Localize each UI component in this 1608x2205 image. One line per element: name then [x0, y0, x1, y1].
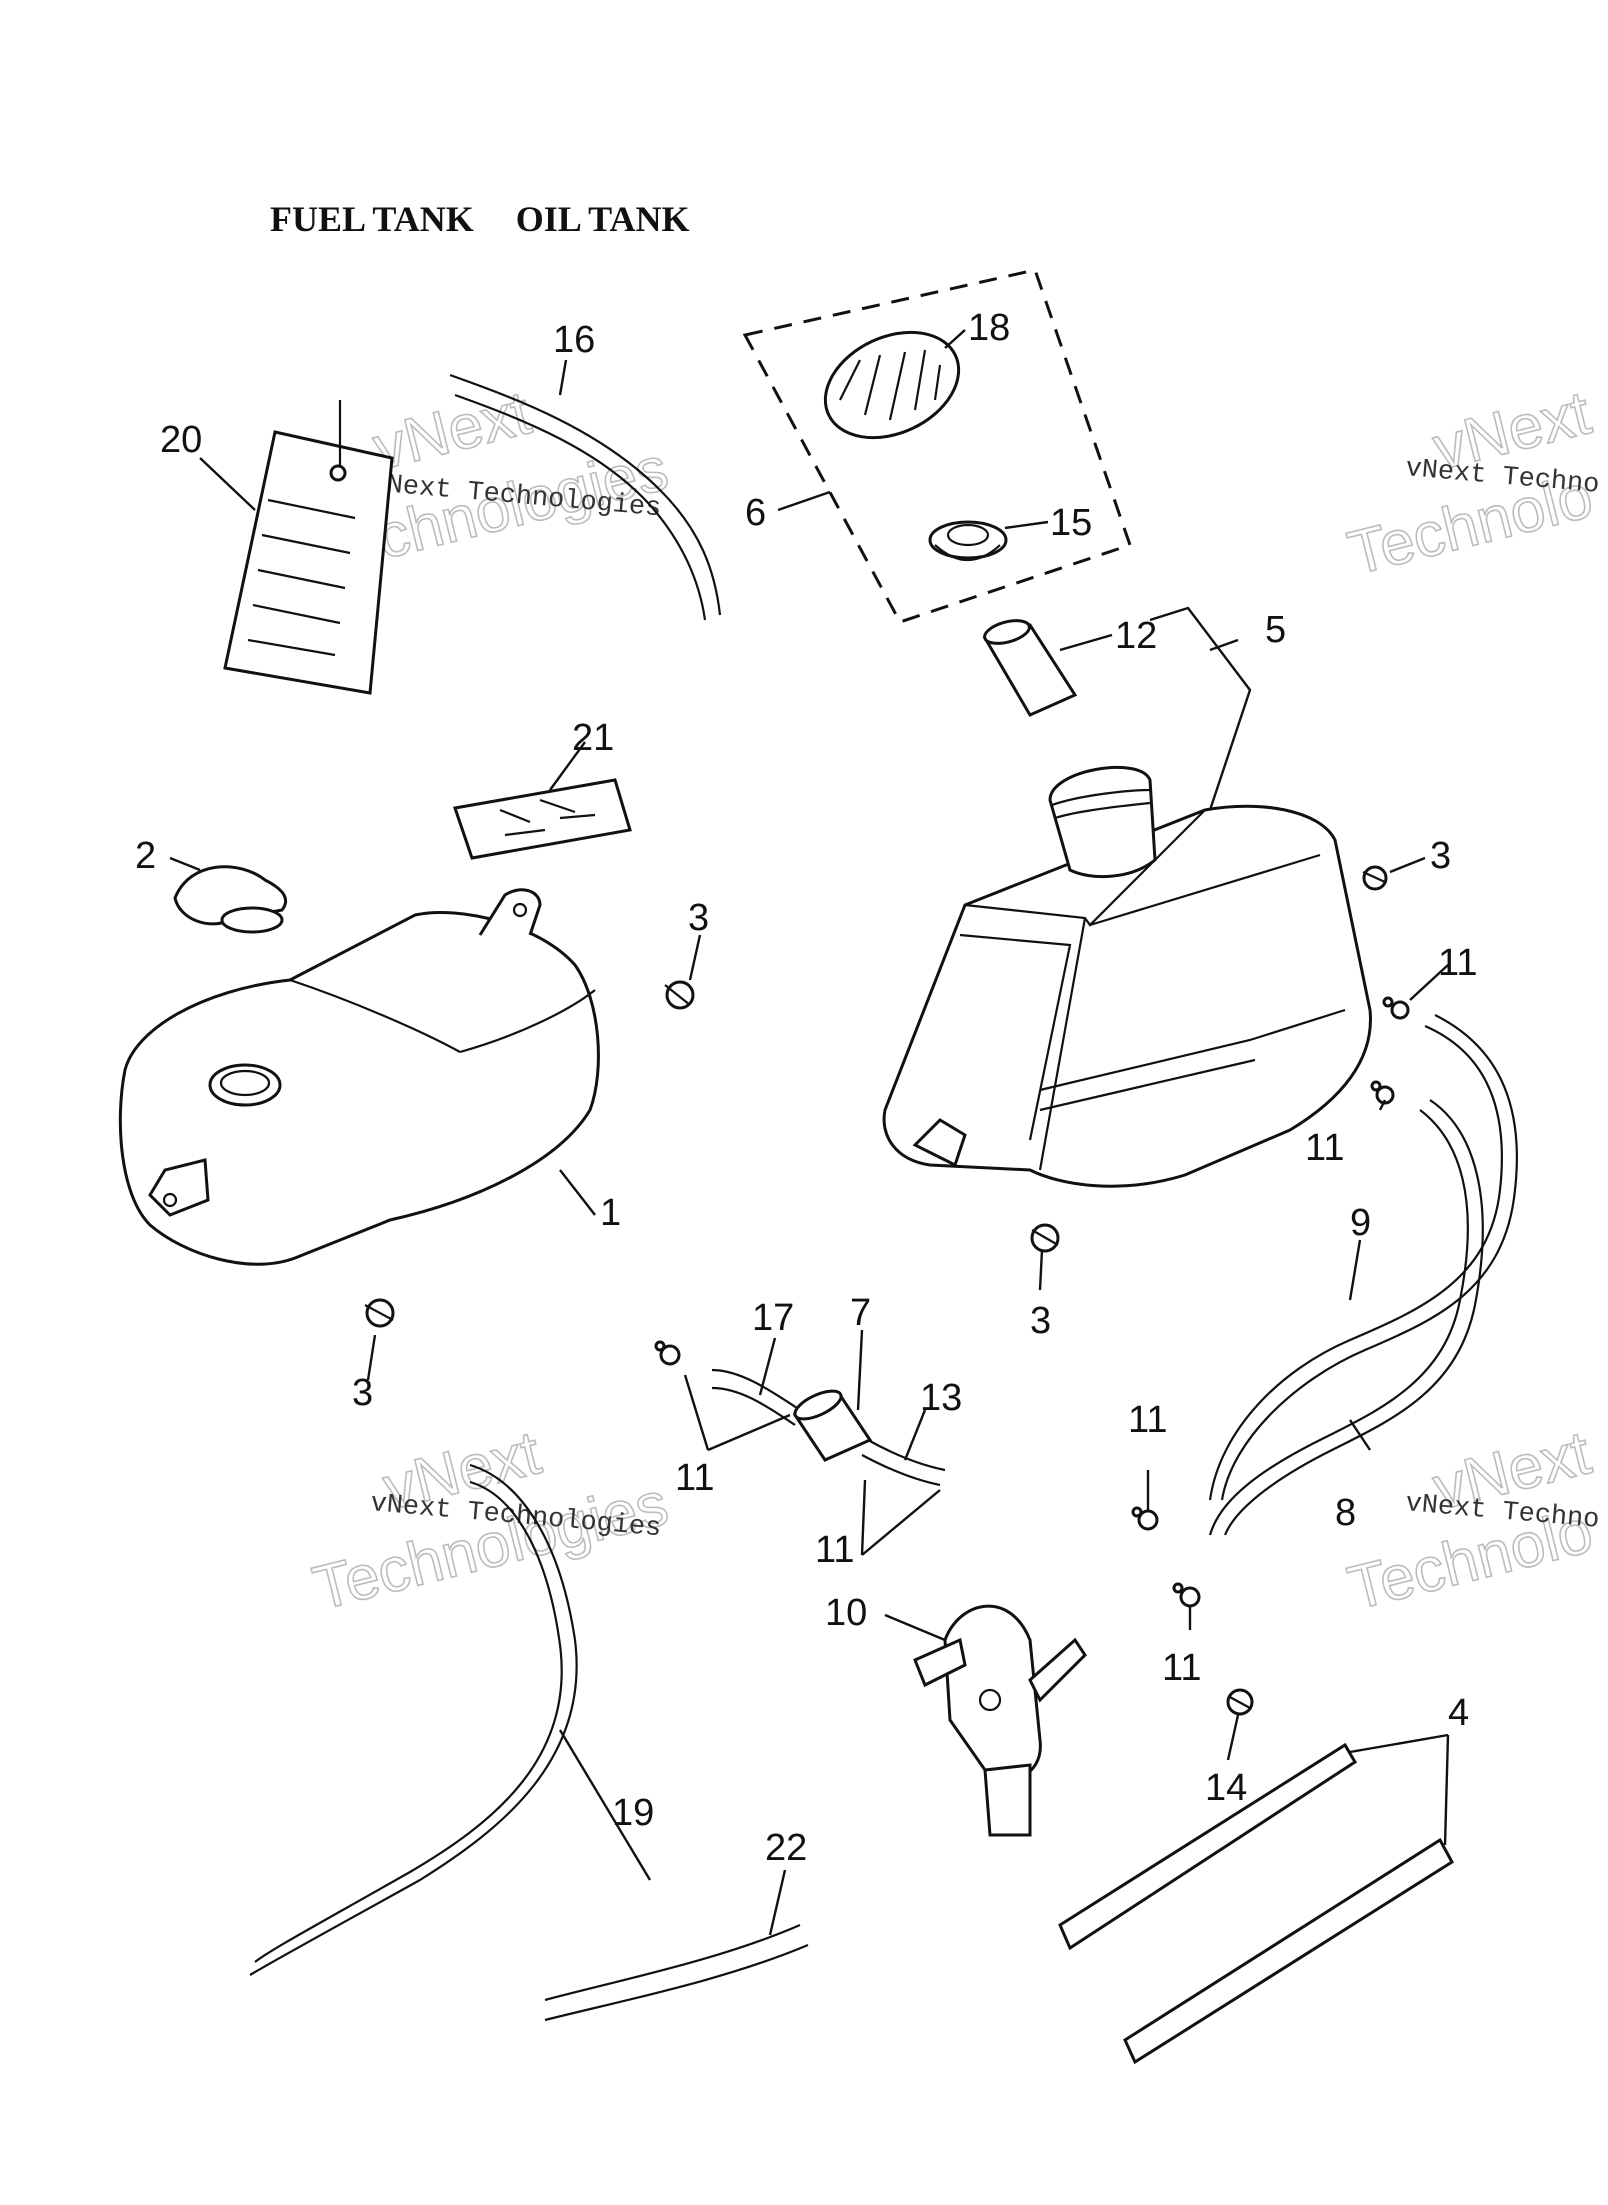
- callout-21: 21: [572, 717, 614, 759]
- part-6-cap-assembly-box: [742, 268, 1132, 624]
- callout-11e: 11: [1128, 1399, 1167, 1441]
- part-3-bolt-c: [1362, 865, 1388, 891]
- callout-2: 2: [135, 835, 156, 877]
- part-19-hose: [249, 1463, 578, 1976]
- callout-22: 22: [765, 1827, 807, 1869]
- callout-11d: 11: [815, 1529, 854, 1571]
- part-8-hose: [1208, 1099, 1484, 1536]
- part-22-hose: [544, 1923, 809, 2022]
- callout-labels: 20 16 6 18 15 12 5 21 2 3 3 11 11 1 3 3 …: [135, 307, 1477, 1869]
- watermark-bottom-left: vNext Technologies vNext Technologies: [306, 1417, 675, 1624]
- watermark-top-right: vNext Technolo vNext Techno: [1341, 377, 1601, 589]
- watermark-bottom-right: vNext Technolo vNext Techno: [1341, 1417, 1601, 1624]
- part-14-bolt: [1226, 1688, 1254, 1716]
- diagram-title: FUEL TANK OIL TANK: [270, 198, 731, 240]
- callout-17: 17: [752, 1297, 794, 1339]
- callout-11f: 11: [1162, 1647, 1201, 1689]
- part-9-hose: [1208, 1014, 1518, 1501]
- part-15-cap-gasket: [928, 520, 1008, 561]
- callout-12: 12: [1115, 615, 1157, 657]
- part-3-bolt-b: [364, 1298, 395, 1328]
- part-2-oil-cap: [173, 865, 288, 934]
- part-3-bolt-d: [1030, 1223, 1060, 1253]
- callout-3b: 3: [1430, 835, 1451, 877]
- callout-14: 14: [1205, 1767, 1247, 1809]
- part-11-clip-c: [654, 1340, 681, 1366]
- part-11-clip-a: [1382, 996, 1410, 1020]
- callout-1: 1: [600, 1192, 621, 1234]
- callout-13: 13: [920, 1377, 962, 1419]
- callout-9: 9: [1350, 1202, 1371, 1244]
- callout-11a: 11: [1438, 942, 1477, 984]
- leader-lines: [169, 329, 1450, 1936]
- callout-10: 10: [825, 1592, 867, 1634]
- part-17-hose: [711, 1368, 801, 1426]
- callout-7: 7: [850, 1292, 871, 1334]
- part-13-hose: [861, 1439, 946, 1487]
- part-16-hose: [449, 373, 722, 621]
- part-4-rubber-pad-a: [1058, 1742, 1358, 1951]
- part-4-rubber-pad-b: [1123, 1837, 1454, 2065]
- callout-19: 19: [612, 1792, 654, 1834]
- callout-15: 15: [1050, 502, 1092, 544]
- callout-3a: 3: [688, 897, 709, 939]
- callout-8: 8: [1335, 1492, 1356, 1534]
- part-11-clip-d: [1131, 1506, 1159, 1531]
- callout-3d: 3: [1030, 1300, 1051, 1342]
- part-5-fuel-tank: [882, 765, 1372, 1188]
- callout-3c: 3: [352, 1372, 373, 1414]
- callout-11b: 11: [1305, 1127, 1344, 1169]
- callout-20: 20: [160, 419, 202, 461]
- part-20-label-sheet: [223, 400, 394, 695]
- callout-11c: 11: [675, 1457, 714, 1499]
- part-10-fuel-cock: [913, 1604, 1087, 1837]
- part-12-filler-sleeve: [982, 619, 1078, 717]
- part-21-small-label: [453, 778, 632, 860]
- part-11-clip-b: [1370, 1080, 1395, 1105]
- part-11-clip-e: [1172, 1582, 1201, 1608]
- title-oil-tank: OIL TANK: [515, 199, 690, 239]
- part-1-oil-tank: [118, 888, 600, 1266]
- callout-4: 4: [1448, 1692, 1469, 1734]
- callout-18: 18: [968, 307, 1010, 349]
- callout-5: 5: [1265, 609, 1286, 651]
- callout-6: 6: [745, 492, 766, 534]
- part-3-bolt-a: [664, 980, 695, 1010]
- callout-16: 16: [553, 319, 595, 361]
- part-18-filler-cap: [823, 330, 961, 440]
- title-fuel-tank: FUEL TANK: [270, 199, 474, 239]
